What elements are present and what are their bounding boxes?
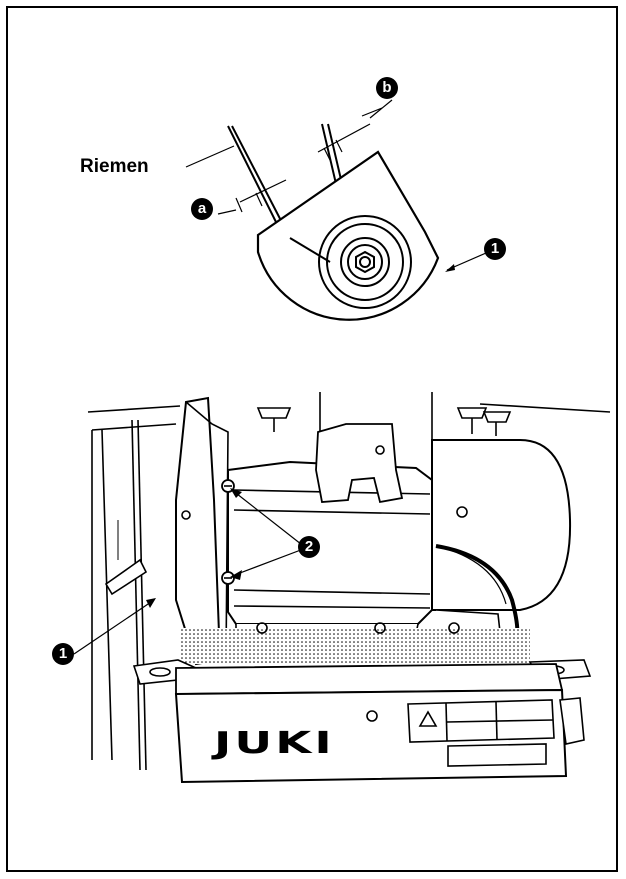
dimension-b <box>317 107 383 161</box>
callout-1-top: 1 <box>484 238 506 260</box>
pulley <box>318 215 412 309</box>
motor-rear-cap <box>431 439 572 641</box>
belt-leader-line <box>185 145 235 168</box>
motor-assembly-diagram <box>73 392 611 784</box>
control-box <box>174 663 585 784</box>
cover-arrowhead <box>445 264 455 272</box>
motor-leader-lines <box>73 488 307 655</box>
callout-b: b <box>376 77 398 99</box>
belt-cover-front <box>175 396 229 666</box>
callout-1-bottom: 1 <box>52 643 74 665</box>
base-plate <box>180 628 530 664</box>
belt-label: Riemen <box>80 156 149 177</box>
callout-2: 2 <box>298 536 320 558</box>
top-bolts <box>256 407 512 436</box>
brand-logo: JUKI <box>214 726 335 761</box>
warning-icon <box>418 710 438 727</box>
table-stand <box>91 419 177 771</box>
callout-b-leader <box>369 99 393 119</box>
belt-cover-diagram <box>185 99 487 321</box>
dimension-a <box>217 179 287 215</box>
callout-a: a <box>191 198 213 220</box>
